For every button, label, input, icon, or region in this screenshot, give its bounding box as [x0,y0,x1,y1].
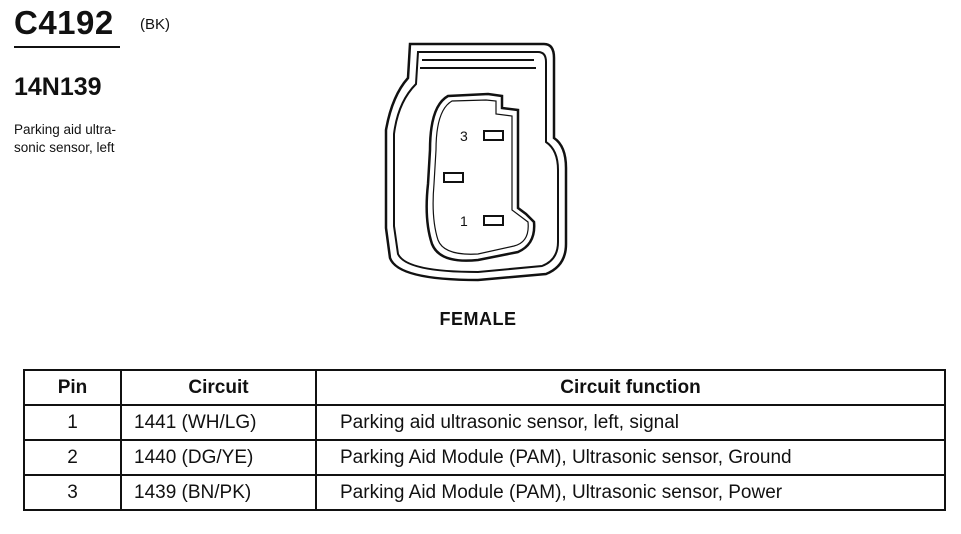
description-line-2: sonic sensor, left [14,140,115,155]
cell-circuit: 1441 (WH/LG) [120,404,317,441]
cell-pin: 3 [23,474,122,511]
connector-gender-label: FEMALE [439,309,517,329]
description-line-1: Parking aid ultra- [14,122,117,137]
title-underline [14,46,120,48]
cell-circuit: 1440 (DG/YE) [120,439,317,476]
table-row: 2 1440 (DG/YE) Parking Aid Module (PAM),… [23,439,946,476]
cell-circuit-function: Parking aid ultrasonic sensor, left, sig… [315,404,946,441]
header-circuit: Circuit [120,369,317,406]
pin-3-terminal [483,130,504,141]
table-row: 3 1439 (BN/PK) Parking Aid Module (PAM),… [23,474,946,511]
pin-table: Pin Circuit Circuit function 1 1441 (WH/… [23,369,946,511]
table-header-row: Pin Circuit Circuit function [23,369,946,406]
connector-inner-shell [393,51,559,274]
connector-description: Parking aid ultra- sonic sensor, left [14,121,164,157]
cell-pin: 1 [23,404,122,441]
pin-2-terminal [443,172,464,183]
part-number: 14N139 [14,73,102,101]
cell-pin: 2 [23,439,122,476]
cell-circuit-function: Parking Aid Module (PAM), Ultrasonic sen… [315,439,946,476]
cell-circuit: 1439 (BN/PK) [120,474,317,511]
connector-cavity-inner [432,99,529,255]
connector-id: C4192 [14,4,114,41]
pin-1-terminal [483,215,504,226]
connector-color-code: (BK) [140,16,170,33]
table-row: 1 1441 (WH/LG) Parking aid ultrasonic se… [23,404,946,441]
connector-outer-shell [384,42,568,282]
connector-face-diagram: 3 1 [384,42,568,282]
header-pin: Pin [23,369,122,406]
connector-cavity [425,92,536,262]
cell-circuit-function: Parking Aid Module (PAM), Ultrasonic sen… [315,474,946,511]
header-circuit-function: Circuit function [315,369,946,406]
pin-3-label: 3 [460,128,468,144]
pin-1-label: 1 [460,213,468,229]
